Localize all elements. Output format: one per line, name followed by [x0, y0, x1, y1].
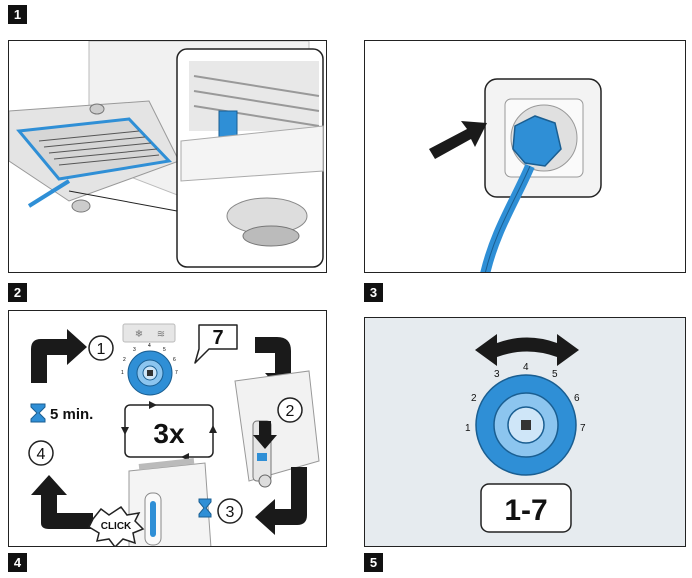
step-circle-2: 2 [286, 403, 295, 420]
svg-text:≋: ≋ [157, 329, 165, 340]
browning-dial-panel: 1 2 3 4 5 6 7 1-7 [364, 317, 686, 547]
step-circle-3: 3 [226, 504, 235, 521]
curve-arrow-left-icon [31, 475, 93, 529]
step-circle-1: 1 [97, 341, 106, 358]
small-dial-number: 3 [133, 347, 136, 353]
small-dial-number: 5 [163, 347, 166, 353]
toaster-side [234, 370, 320, 488]
power-plug [480, 115, 562, 272]
small-dial-number: 7 [175, 370, 178, 376]
curve-arrow-up-icon [31, 329, 87, 383]
step-tag-5: 5 [364, 553, 383, 572]
hourglass-icon-2 [198, 498, 212, 518]
setting-callout: 7 [212, 327, 223, 349]
step-tag-1: 1 [8, 5, 27, 24]
curve-arrow-down-left-icon [255, 467, 307, 535]
timer-label: 5 min. [50, 406, 93, 423]
step-tag-3: 3 [364, 283, 383, 302]
step-circle-4: 4 [37, 446, 46, 463]
small-dial-number: 1 [121, 370, 124, 376]
dial-number-2: 2 [471, 393, 477, 404]
repeat-count: 3x [153, 418, 185, 449]
rotate-arrow-icon [475, 334, 579, 366]
preheat-cycle-panel: 1 ❄ ≋ 1 2 3 4 5 6 7 7 3x [8, 310, 327, 547]
hourglass-icon [30, 403, 46, 423]
small-dial-number: 4 [148, 343, 151, 349]
toaster-lever-front [128, 458, 212, 546]
dial-number-6: 6 [574, 393, 580, 404]
click-label: CLICK [101, 521, 132, 532]
dial-number-7: 7 [580, 423, 586, 434]
dial-number-5: 5 [552, 369, 558, 380]
plug-in-illustration [364, 40, 686, 273]
range-label: 1-7 [504, 494, 547, 527]
crumb-tray [16, 117, 173, 208]
small-dial: 1 2 3 4 5 6 7 [121, 343, 178, 396]
crumb-tray-illustration [8, 40, 327, 273]
step-tag-4: 4 [8, 553, 27, 572]
browning-dial [475, 374, 577, 476]
small-dial-number: 2 [123, 357, 126, 363]
dial-number-1: 1 [465, 423, 471, 434]
down-arrow-icon [253, 421, 277, 449]
dial-number-3: 3 [494, 369, 500, 380]
small-dial-number: 6 [173, 357, 176, 363]
svg-text:❄: ❄ [135, 329, 143, 340]
arrow-right-icon [429, 121, 487, 159]
dial-number-4: 4 [523, 362, 529, 373]
step-tag-2: 2 [8, 283, 27, 302]
